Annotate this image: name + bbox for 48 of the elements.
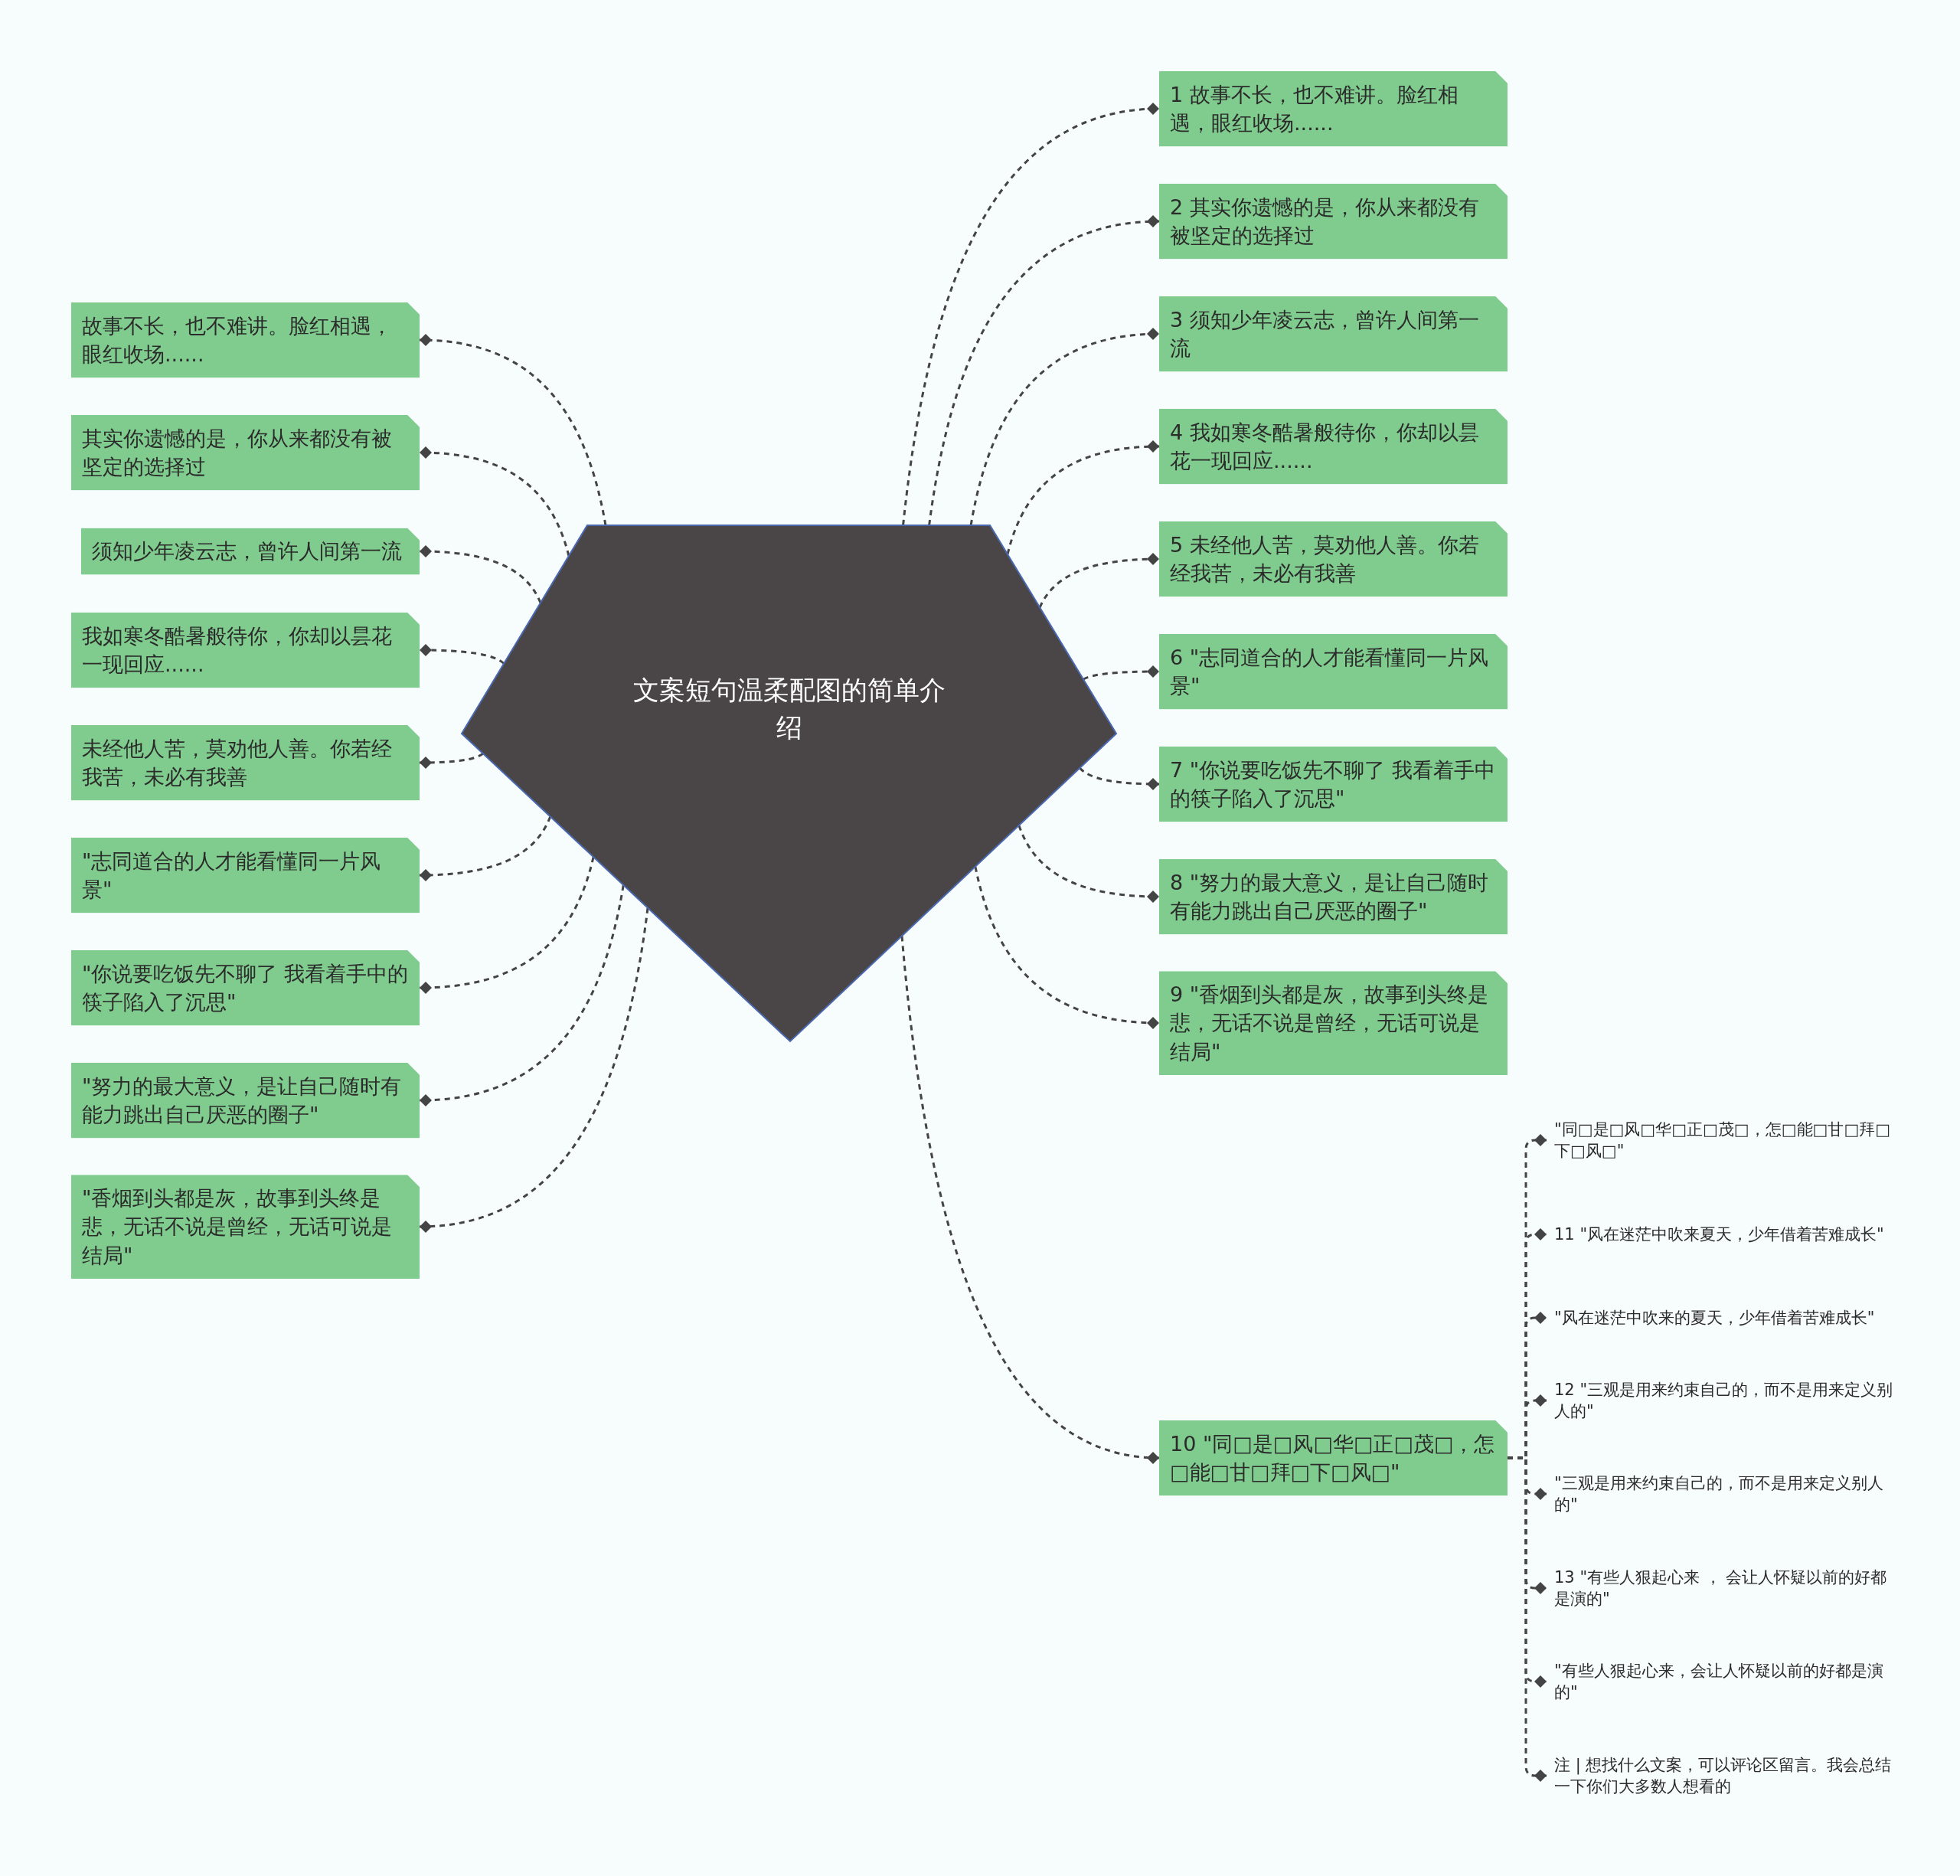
note-card: "香烟到头都是灰，故事到头终是悲，无话不说是曾经，无话可说是结局" xyxy=(71,1175,420,1279)
dashed-connector xyxy=(419,856,595,994)
topic-title: 文案短句温柔配图的简单介绍 xyxy=(632,673,946,744)
note-card: "你说要吃饭先不聊了 我看着手中的筷子陷入了沉思" xyxy=(71,949,420,1026)
note-card: "努力的最大意义，是让自己随时有能力跳出自己厌恶的圈子" xyxy=(71,1062,420,1139)
note-text: "有些人狠起心来，会让人怀疑以前的好都是演的" xyxy=(1554,1659,1895,1704)
note-card: 5 未经他人苦，莫劝他人善。你若经我苦，未必有我善 xyxy=(1159,521,1508,597)
dashed-connector xyxy=(1083,665,1159,681)
note-card: 我如寒冬酷暑般待你，你却以昙花一现回应...... xyxy=(71,612,420,688)
dashed-connector xyxy=(1006,440,1160,555)
note-card: 其实你遗憾的是，你从来都没有被坚定的选择过 xyxy=(71,414,420,491)
note-card: 9 "香烟到头都是灰，故事到头终是悲，无话不说是曾经，无话可说是结局" xyxy=(1159,971,1508,1075)
dashed-connector xyxy=(419,815,552,881)
dashed-connector xyxy=(419,545,542,603)
note-card: "志同道合的人才能看懂同一片风景" xyxy=(71,837,420,913)
dashed-connector xyxy=(420,752,484,769)
dashed-connector xyxy=(1038,553,1160,609)
dashed-connector xyxy=(419,334,607,526)
dashed-connector xyxy=(900,936,1160,1464)
note-card: 故事不长，也不难讲。脸红相遇，眼红收场...... xyxy=(71,302,420,378)
note-card: 须知少年凌云志，曾许人间第一流 xyxy=(81,528,420,575)
note-card: 7 "你说要吃饭先不聊了 我看着手中的筷子陷入了沉思" xyxy=(1159,746,1508,822)
note-text: 11 "风在迷茫中吹来夏天，少年借着苦难成长" xyxy=(1554,1223,1895,1246)
dashed-connector xyxy=(419,884,625,1106)
dashed-connector xyxy=(1079,766,1159,790)
note-text: 13 "有些人狠起心来 ， 会让人怀疑以前的好都是演的" xyxy=(1554,1566,1895,1610)
dashed-connector xyxy=(902,103,1160,526)
dashed-connector xyxy=(420,644,505,665)
dashed-connector xyxy=(419,446,570,557)
note-card: 10 "同□是□风□华□正□茂□，怎□能□甘□拜□下□风□" xyxy=(1159,1420,1508,1496)
note-text: 12 "三观是用来约束自己的，而不是用来定义别人的" xyxy=(1554,1378,1895,1423)
dashed-connector xyxy=(974,866,1160,1029)
note-card: 1 故事不长，也不难讲。脸红相遇，眼红收场...... xyxy=(1159,70,1508,147)
note-text: "同□是□风□华□正□茂□，怎□能□甘□拜□下□风□" xyxy=(1554,1118,1895,1162)
note-text: 注 | 想找什么文案，可以评论区留言。我会总结一下你们大多数人想看的 xyxy=(1554,1753,1895,1798)
dashed-connector xyxy=(928,215,1160,526)
dashed-connector xyxy=(1018,825,1160,903)
note-card: 6 "志同道合的人才能看懂同一片风景" xyxy=(1159,633,1508,710)
note-card: 未经他人苦，莫劝他人善。你若经我苦，未必有我善 xyxy=(71,724,420,801)
note-text: "三观是用来约束自己的，而不是用来定义别人的" xyxy=(1554,1472,1895,1516)
note-card: 8 "努力的最大意义，是让自己随时有能力跳出自己厌恶的圈子" xyxy=(1159,858,1508,935)
dashed-connector xyxy=(969,328,1160,526)
dashed-connector xyxy=(419,907,649,1233)
note-text: "风在迷茫中吹来的夏天，少年借着苦难成长" xyxy=(1554,1306,1895,1329)
dashed-connector xyxy=(1508,1456,1547,1782)
note-card: 4 我如寒冬酷暑般待你，你却以昙花一现回应...... xyxy=(1159,408,1508,485)
note-card: 2 其实你遗憾的是，你从来都没有被坚定的选择过 xyxy=(1159,183,1508,260)
note-card: 3 须知少年凌云志，曾许人间第一流 xyxy=(1159,296,1508,372)
